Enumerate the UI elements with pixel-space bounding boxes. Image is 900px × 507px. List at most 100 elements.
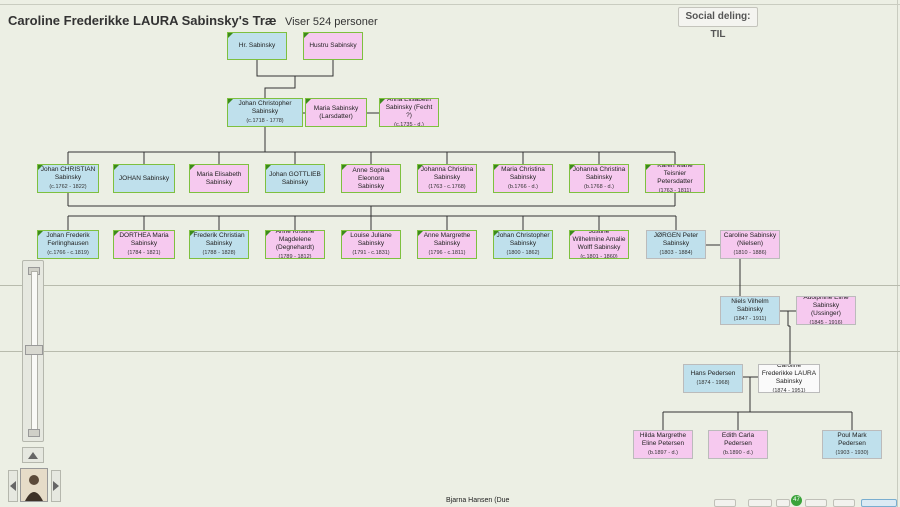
person-dates: (1788 - 1828) — [202, 250, 236, 256]
person-node[interactable]: Poul Mark Pedersen(1903 - 1930) — [822, 430, 882, 459]
person-name: Johan Christopher Sabinsky — [238, 100, 292, 115]
generation-divider — [0, 285, 900, 286]
person-name: Johan CHRISTIAN Sabinsky — [40, 166, 96, 181]
toolbar-button[interactable] — [748, 499, 772, 507]
person-node[interactable]: JOHAN Sabinsky — [113, 164, 175, 193]
person-name: Johan Frederik Ferlinghausen — [46, 232, 90, 247]
person-node[interactable]: Niels Vilhelm Sabinsky(1847 - 1911) — [720, 296, 780, 325]
person-node[interactable]: Maria Christina Sabinsky(b.1766 - d.) — [493, 164, 553, 193]
person-name: Maria Sabinsky (Larsdatter) — [313, 104, 359, 120]
person-node[interactable]: Hans Pedersen (1874 - 1968) — [683, 364, 743, 393]
person-node[interactable]: Adolphine Eline Sabinsky (Ussinger) (1845… — [796, 296, 856, 325]
person-dates: (1796 - c.1811) — [428, 250, 466, 256]
person-name: Anne Sophia Eleonora Sabinsky — [352, 166, 390, 190]
person-node[interactable]: Caroline Frederikke LAURA Sabinsky (1874 … — [758, 364, 820, 393]
zoom-handle[interactable] — [25, 345, 43, 355]
person-name: Anne Kristine Magdelene (Degnehardt) — [275, 230, 315, 251]
notification-badge[interactable]: 47 — [791, 495, 802, 506]
person-name: Johanna Christina Sabinsky — [572, 166, 626, 181]
person-dates: (1763 - c.1768) — [428, 184, 466, 190]
person-name: JOHAN Sabinsky — [118, 174, 170, 182]
person-name: Hans Pedersen — [690, 370, 736, 377]
person-name: Hustru Sabinsky — [309, 42, 357, 49]
person-name: Hr. Sabinsky — [238, 42, 276, 49]
zoom-bottom-cap — [28, 429, 40, 437]
person-name: Edith Carla Pedersen — [721, 432, 755, 447]
partial-person-label[interactable]: Bjarna Hansen (Due — [446, 497, 510, 504]
toolbar-button[interactable] — [805, 499, 827, 507]
root-person-photo[interactable] — [20, 468, 48, 502]
right-border — [897, 0, 898, 507]
person-name: Maria Elisabeth Sabinsky — [196, 170, 242, 186]
person-node[interactable]: Johan CHRISTIAN Sabinsky (c.1762 - 1822) — [37, 164, 99, 193]
toolbar-button[interactable] — [861, 499, 897, 507]
person-dates: (1784 - 1821) — [127, 250, 161, 256]
person-node[interactable]: Johan Christopher Sabinsky(1800 - 1862) — [493, 230, 553, 259]
person-name: JØRGEN Peter Sabinsky — [653, 232, 699, 247]
person-name: Caroline Frederikke LAURA Sabinsky — [761, 364, 817, 385]
person-dates: (1874 - 1968) — [696, 380, 730, 386]
person-dates: (c.1735 - d.) — [394, 122, 424, 127]
person-node[interactable]: Johan GOTTLIEB Sabinsky — [265, 164, 325, 193]
top-border — [0, 4, 900, 5]
person-node[interactable]: Johan Frederik Ferlinghausen(c.1766 - c.… — [37, 230, 99, 259]
move-right-button[interactable] — [51, 470, 61, 502]
person-dates: (1791 - c.1831) — [352, 250, 390, 256]
person-dates: (c.1801 - 1860) — [580, 254, 618, 259]
social-sharing-button[interactable]: Social deling: TIL — [678, 7, 758, 40]
toolbar-button[interactable] — [714, 499, 736, 507]
person-node[interactable]: JØRGEN Peter Sabinsky (1803 - 1884) — [646, 230, 706, 259]
person-dates: (1800 - 1862) — [506, 250, 540, 256]
person-dates: (c.1762 - 1822) — [49, 184, 87, 190]
chevron-right-icon — [53, 481, 59, 491]
person-dates: (1845 - 1916) — [809, 320, 843, 325]
person-node[interactable]: Louise Juliane Sabinsky(1791 - c.1831) — [341, 230, 401, 259]
person-node[interactable]: Hr. Sabinsky — [227, 32, 287, 60]
tree-header: Caroline Frederikke LAURA Sabinsky's Træ… — [8, 12, 378, 30]
person-dates: (1874 - 1951) — [772, 388, 806, 393]
person-node[interactable]: Justine Wilhelmine Amalie Wolff Sabinsky… — [569, 230, 629, 259]
generation-divider — [0, 351, 900, 352]
person-name: Caroline Sabinsky (Nielsen) — [723, 232, 777, 247]
person-name: Anne Margrethe Sabinsky — [423, 232, 471, 247]
person-node[interactable]: Johanna Christina Sabinsky(1763 - c.1768… — [417, 164, 477, 193]
person-dates: (b.1768 - d.) — [584, 184, 614, 190]
person-name: Adolphine Eline Sabinsky (Ussinger) — [803, 296, 849, 317]
chevron-up-icon — [28, 451, 38, 459]
person-node[interactable]: Maria Elisabeth Sabinsky — [189, 164, 249, 193]
move-up-button[interactable] — [22, 447, 44, 463]
toolbar-button[interactable] — [833, 499, 855, 507]
person-node[interactable]: Anne Kristine Magdelene (Degnehardt)(178… — [265, 230, 325, 259]
person-dates: (b.1890 - d.) — [723, 450, 753, 456]
person-count: Viser 524 personer — [284, 16, 378, 28]
move-left-button[interactable] — [8, 470, 18, 502]
person-node[interactable]: Anna Elisabeth Sabinsky (Fecht ?) (c.1735… — [379, 98, 439, 127]
person-name: Justine Wilhelmine Amalie Wolff Sabinsky — [572, 230, 626, 251]
chevron-left-icon — [10, 481, 16, 491]
person-name: Johan GOTTLIEB Sabinsky — [269, 170, 321, 186]
person-node[interactable]: Frederik Christian Sabinsky (1788 - 1828) — [189, 230, 249, 259]
person-name: Hilda Margrethe Eline Petersen — [639, 432, 687, 447]
person-name: Anna Elisabeth Sabinsky (Fecht ?) — [385, 98, 433, 119]
person-name: Maria Christina Sabinsky — [501, 166, 545, 181]
person-node[interactable]: DORTHEA Maria Sabinsky(1784 - 1821) — [113, 230, 175, 259]
person-node[interactable]: Caroline Sabinsky (Nielsen)(1810 - 1886) — [720, 230, 780, 259]
person-node[interactable]: Edith Carla Pedersen (b.1890 - d.) — [708, 430, 768, 459]
person-node[interactable]: Hustru Sabinsky — [303, 32, 363, 60]
person-node[interactable]: Karen Marie Teisnier Petersdatter(1763 -… — [645, 164, 705, 193]
person-name: Poul Mark Pedersen — [837, 432, 867, 447]
person-node[interactable]: Johan Christopher Sabinsky(c.1718 - 1778… — [227, 98, 303, 127]
person-node[interactable]: Johanna Christina Sabinsky (b.1768 - d.) — [569, 164, 629, 193]
person-node[interactable]: Anne Margrethe Sabinsky (1796 - c.1811) — [417, 230, 477, 259]
person-dates: (1803 - 1884) — [659, 250, 693, 256]
person-dates: (b.1897 - d.) — [648, 450, 678, 456]
person-name: Niels Vilhelm Sabinsky — [731, 298, 769, 313]
toolbar-button[interactable] — [776, 499, 790, 507]
person-node[interactable]: Anne Sophia Eleonora Sabinsky — [341, 164, 401, 193]
person-node[interactable]: Maria Sabinsky (Larsdatter) — [305, 98, 367, 127]
zoom-slider[interactable] — [22, 260, 44, 442]
person-name: Frederik Christian Sabinsky — [193, 232, 245, 247]
person-node[interactable]: Hilda Margrethe Eline Petersen (b.1897 - … — [633, 430, 693, 459]
